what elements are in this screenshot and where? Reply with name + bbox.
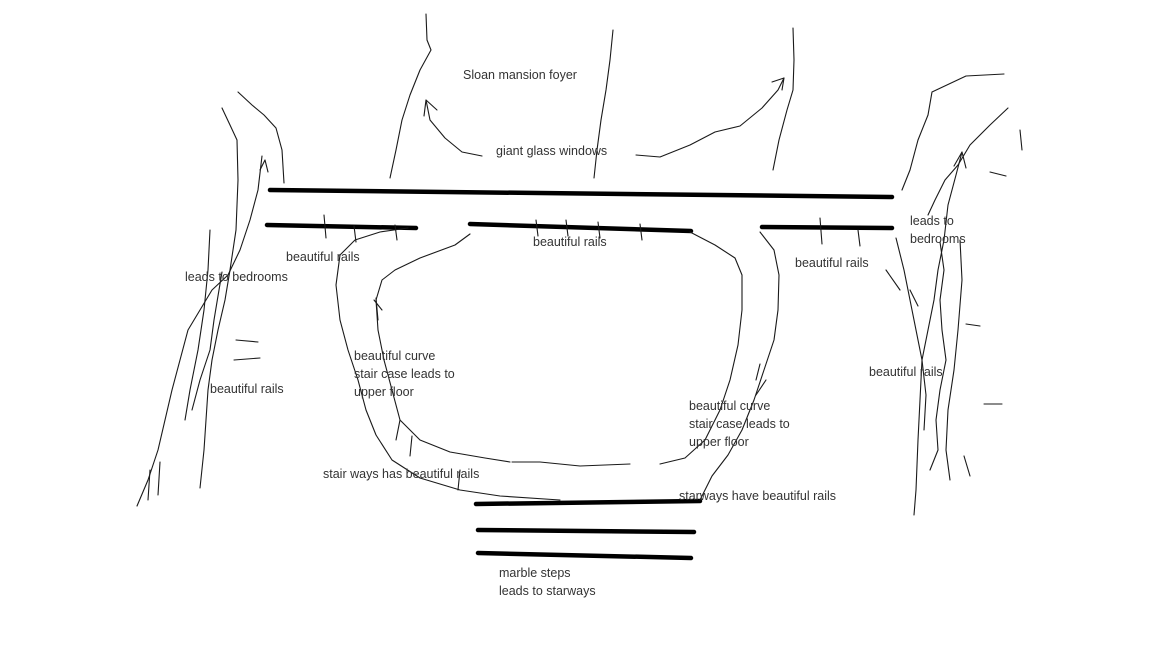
marble-step-2 [475,527,697,535]
leads-bedrooms-left-label: leads to bedrooms [185,270,288,284]
right-rail-bar [759,224,895,231]
upper-balcony-bar [267,187,895,200]
curve-left-label: beautiful curve stair case leads to uppe… [354,349,455,399]
windows-label: giant glass windows [496,144,608,158]
left-curve-strokes [323,214,561,501]
rails-left-lower-label: beautiful rails [210,382,284,396]
marble-step-3 [475,550,694,561]
rails-left-upper-label: beautiful rails [286,250,360,264]
center-rail-bar [467,221,694,234]
stairways-right-label: starways have beautiful rails [679,489,837,503]
rails-right-upper-label: beautiful rails [795,256,869,270]
right-curve-strokes [511,217,861,501]
left-staircase-strokes [136,91,285,507]
rails-center-label: beautiful rails [533,235,607,249]
curve-right-label: beautiful curve stair case leads to uppe… [689,399,790,449]
marble-step-1 [473,498,703,507]
marble-steps-label: marble steps leads to starways [499,566,596,598]
stairways-left-label: stair ways has beautiful rails [323,467,480,481]
diagram-title: Sloan mansion foyer [463,68,577,82]
right-staircase-strokes [885,73,1023,516]
left-rail-bar [264,222,419,231]
rails-right-lower-label: beautiful rails [869,365,943,379]
window-strokes [389,13,795,179]
rail-bars [264,187,895,561]
leads-bedrooms-right-label: leads to bedrooms [910,214,966,246]
